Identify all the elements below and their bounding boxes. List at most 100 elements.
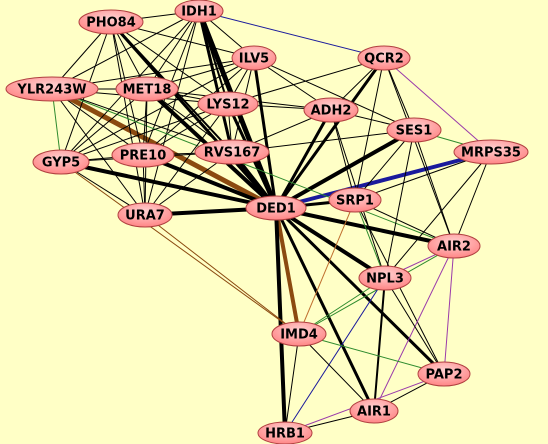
node-label: MRPS35 bbox=[461, 146, 521, 161]
edge-ded1-mrps35 bbox=[274, 150, 493, 210]
node-label: URA7 bbox=[125, 209, 165, 224]
node-shape bbox=[5, 76, 99, 102]
node-imd4[interactable]: IMD4 bbox=[271, 321, 327, 347]
node-shape bbox=[194, 139, 270, 165]
edge-ded1-air1 bbox=[274, 206, 376, 413]
node-label: SRP1 bbox=[336, 194, 374, 209]
edge-ura7-imd4 bbox=[144, 214, 300, 335]
node-label: ADH2 bbox=[311, 104, 352, 119]
edge-qcr2-air2 bbox=[383, 57, 455, 247]
node-ses1[interactable]: SES1 bbox=[386, 117, 442, 143]
edge-mrps35-npl3 bbox=[384, 151, 492, 279]
edge-air2-air1 bbox=[373, 245, 455, 412]
node-shape bbox=[386, 117, 442, 143]
node-pap2[interactable]: PAP2 bbox=[417, 361, 471, 387]
node-label: PAP2 bbox=[426, 368, 463, 383]
node-label: YLR243W bbox=[16, 83, 86, 98]
edge-idh1-ura7 bbox=[144, 10, 200, 216]
edge-srp1-imd4 bbox=[298, 199, 356, 335]
node-label: QCR2 bbox=[364, 52, 404, 67]
node-idh1[interactable]: IDH1 bbox=[174, 0, 224, 23]
edge-imd4-pap2 bbox=[298, 333, 445, 375]
edge-met18-gyp5 bbox=[60, 88, 148, 163]
node-npl3[interactable]: NPL3 bbox=[358, 265, 412, 291]
node-lys12[interactable]: LYS12 bbox=[197, 91, 259, 117]
node-gyp5[interactable]: GYP5 bbox=[32, 149, 90, 175]
node-shape bbox=[349, 398, 399, 424]
edge-ded1-imd4 bbox=[274, 206, 301, 336]
edge-air2-pap2 bbox=[443, 245, 455, 375]
node-ylr243w[interactable]: YLR243W bbox=[5, 76, 99, 102]
node-label: RVS167 bbox=[204, 146, 261, 161]
edge-ses1-air2 bbox=[413, 129, 455, 247]
edge-idh1-rvs167 bbox=[197, 9, 234, 154]
node-ded1[interactable]: DED1 bbox=[245, 195, 307, 221]
edge-ilv5-ses1 bbox=[253, 57, 415, 131]
node-label: IDH1 bbox=[181, 5, 217, 20]
edge-idh1-qcr2 bbox=[198, 10, 385, 59]
node-label: IMD4 bbox=[280, 328, 318, 343]
node-label: AIR2 bbox=[437, 240, 471, 255]
edge-ylr243w-ura7 bbox=[51, 88, 146, 216]
edge-ylr243w-rvs167 bbox=[51, 88, 233, 153]
edge-pho84-lys12 bbox=[110, 21, 229, 105]
node-shape bbox=[111, 142, 175, 168]
edge-srp1-npl3 bbox=[354, 199, 386, 279]
edge-qcr2-srp1 bbox=[354, 57, 385, 201]
node-qcr2[interactable]: QCR2 bbox=[357, 45, 411, 71]
node-shape bbox=[357, 45, 411, 71]
node-srp1[interactable]: SRP1 bbox=[328, 187, 382, 213]
edge-imd4-hrb1 bbox=[284, 333, 300, 434]
edge-qcr2-mrps35 bbox=[383, 57, 492, 153]
node-adh2[interactable]: ADH2 bbox=[303, 97, 359, 123]
node-shape bbox=[328, 187, 382, 213]
node-shape bbox=[231, 45, 277, 71]
node-ilv5[interactable]: ILV5 bbox=[231, 45, 277, 71]
node-air1[interactable]: AIR1 bbox=[349, 398, 399, 424]
node-met18[interactable]: MET18 bbox=[115, 76, 179, 102]
edge-air2-imd4 bbox=[298, 245, 455, 335]
node-shape bbox=[117, 202, 173, 228]
edge-ylr243w-air2 bbox=[51, 88, 455, 247]
node-shape bbox=[32, 149, 90, 175]
node-shape bbox=[427, 233, 481, 259]
node-label: AIR1 bbox=[357, 405, 391, 420]
node-shape bbox=[453, 139, 529, 165]
edge-gyp5-imd4 bbox=[60, 161, 300, 335]
node-hrb1[interactable]: HRB1 bbox=[257, 421, 313, 444]
edge-npl3-pap2 bbox=[384, 277, 445, 375]
node-shape bbox=[245, 195, 307, 221]
node-pre10[interactable]: PRE10 bbox=[111, 142, 175, 168]
node-air2[interactable]: AIR2 bbox=[427, 233, 481, 259]
node-label: DED1 bbox=[256, 202, 296, 217]
edge-adh2-srp1 bbox=[330, 109, 356, 201]
node-shape bbox=[303, 97, 359, 123]
edge-lys12-ura7 bbox=[144, 103, 229, 216]
edge-ded1-ses1 bbox=[274, 128, 416, 210]
node-label: MET18 bbox=[123, 83, 172, 98]
edge-ded1-npl3 bbox=[274, 206, 387, 280]
edge-ded1-ilv5 bbox=[252, 56, 278, 210]
edge-npl3-hrb1 bbox=[284, 277, 386, 434]
node-label: NPL3 bbox=[366, 272, 404, 287]
node-shape bbox=[358, 265, 412, 291]
node-label: GYP5 bbox=[42, 156, 80, 171]
node-ura7[interactable]: URA7 bbox=[117, 202, 173, 228]
node-shape bbox=[115, 76, 179, 102]
node-pho84[interactable]: PHO84 bbox=[78, 9, 144, 35]
node-mrps35[interactable]: MRPS35 bbox=[453, 139, 529, 165]
edge-ded1-gyp5 bbox=[59, 160, 278, 210]
node-shape bbox=[78, 9, 144, 35]
edge-qcr2-lys12 bbox=[227, 57, 385, 105]
node-label: PRE10 bbox=[120, 149, 167, 164]
edge-ses1-npl3 bbox=[384, 129, 415, 279]
node-shape bbox=[174, 0, 224, 23]
edge-idh1-met18 bbox=[146, 10, 200, 90]
edge-imd4-air1 bbox=[298, 333, 375, 412]
node-label: PHO84 bbox=[86, 16, 136, 31]
edge-ded1-adh2 bbox=[274, 108, 333, 210]
node-label: ILV5 bbox=[239, 52, 269, 67]
node-rvs167[interactable]: RVS167 bbox=[194, 139, 270, 165]
